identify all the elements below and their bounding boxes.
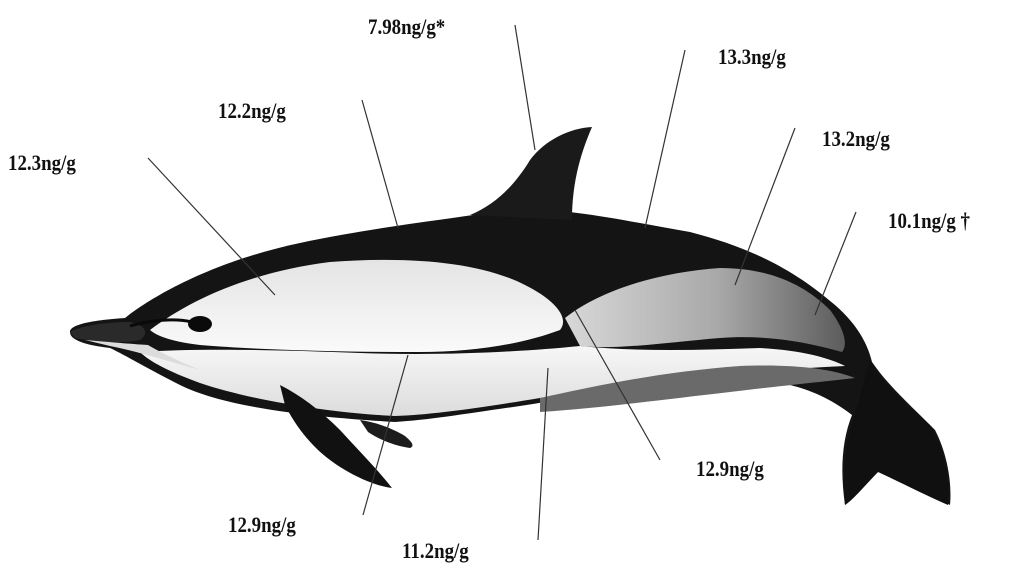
label-flipper: 12.9ng/g — [228, 514, 296, 536]
leader-line-upper-back — [362, 100, 398, 228]
label-dorsal-fin: 7.98ng/g* — [368, 16, 445, 38]
label-upper-back: 12.2ng/g — [218, 100, 286, 122]
leader-line-tail-stock — [815, 212, 856, 315]
dorsal-fin — [470, 127, 592, 220]
label-tail-stock: 10.1ng/g † — [888, 210, 970, 232]
label-rear-back: 13.2ng/g — [822, 128, 890, 150]
label-lateral-blaze: 12.9ng/g — [696, 458, 764, 480]
eye — [188, 316, 212, 332]
label-head: 12.3ng/g — [8, 152, 76, 174]
leader-line-dorsal — [515, 25, 535, 150]
leader-line-mid-back — [645, 50, 685, 228]
label-mid-back: 13.3ng/g — [718, 46, 786, 68]
label-belly: 11.2ng/g — [402, 540, 469, 562]
